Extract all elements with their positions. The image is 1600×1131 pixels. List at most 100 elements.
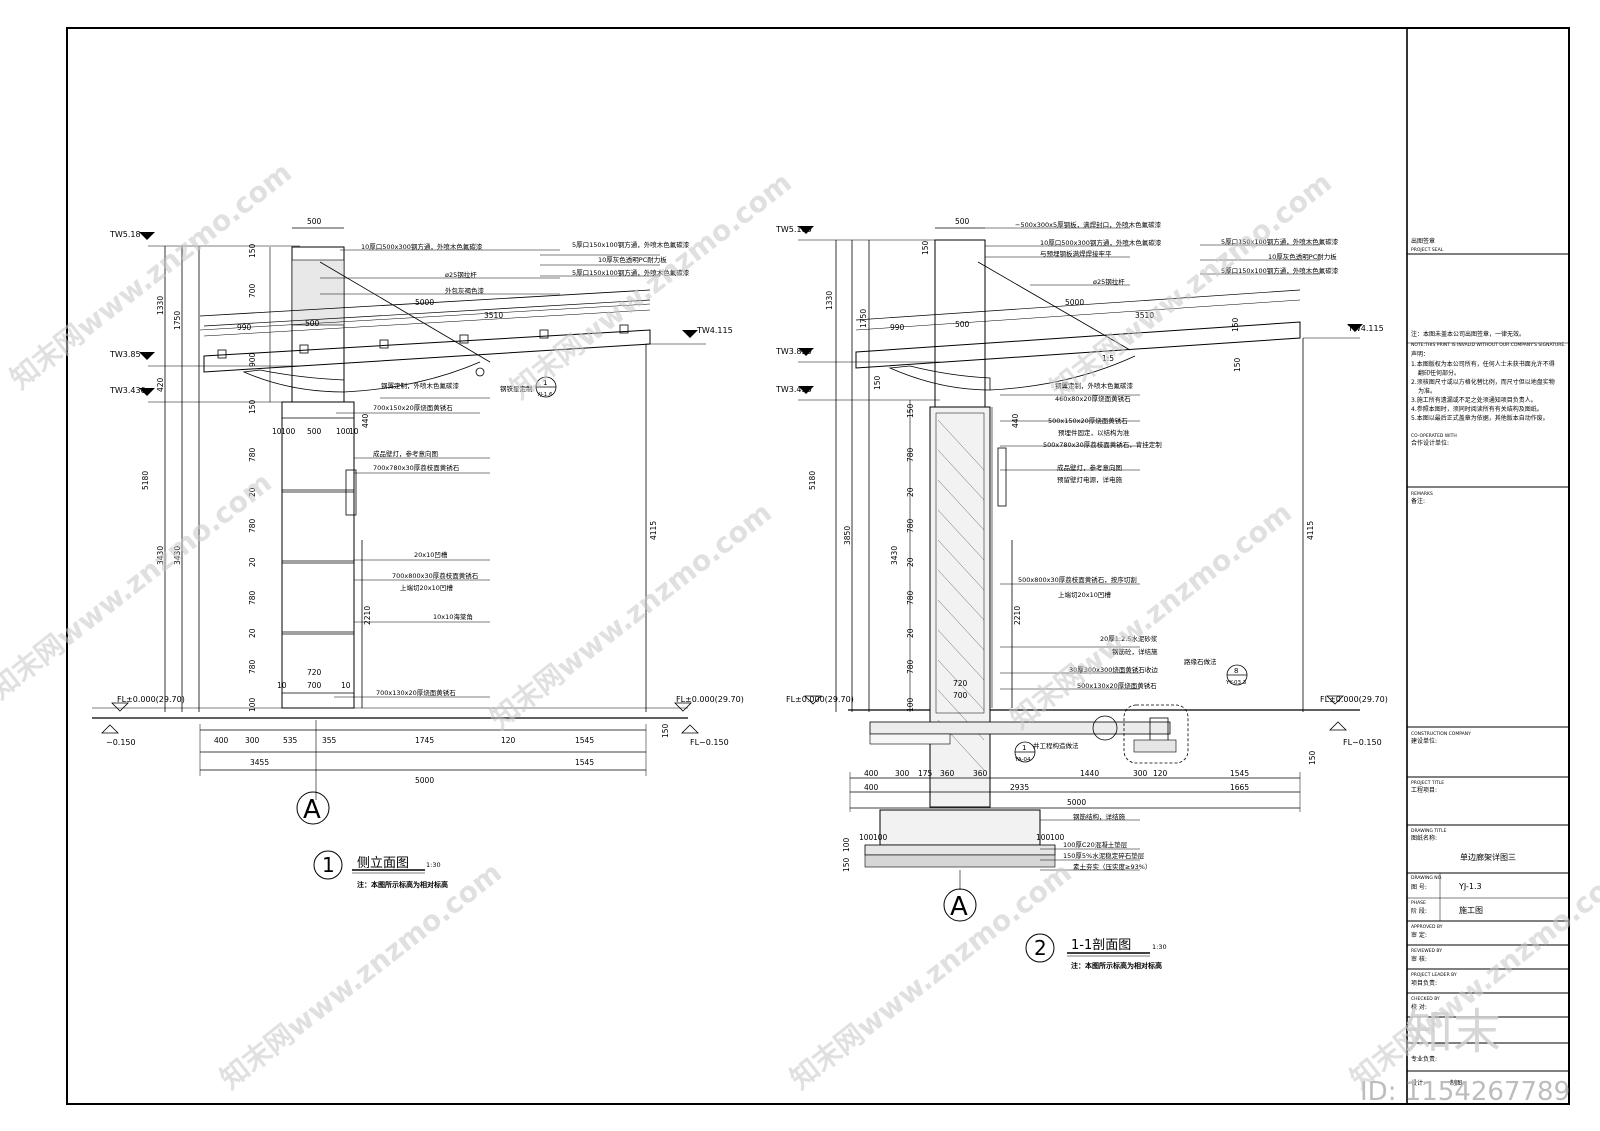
specialist: 专业负责:: [1411, 1055, 1437, 1063]
d2-ann-21: 路缘石做法: [1184, 657, 1217, 666]
watermark-7: 知末网www.znzmo.com: [214, 856, 508, 1096]
d1-ann-2: ø25钢拉杆: [445, 270, 477, 279]
d2-ann-17: 20厚1:2.5水泥砂浆: [1100, 634, 1158, 643]
drawing-2-text: TW5.180 TW3.850 TW3.430 TW4.115 FL±0.000…: [775, 217, 1388, 970]
d2-ann-4: ø25钢拉杆: [1093, 277, 1125, 286]
d1-dim-720: 720: [307, 668, 322, 677]
d1-dim-left420: 420: [156, 377, 165, 392]
d2-ann-18: 钢筋砼，详结施: [1112, 647, 1158, 656]
d2-dim-f150: 150: [842, 857, 851, 872]
d2-level-tw4115: TW4.115: [1347, 324, 1384, 333]
d1-dim-top500: 500: [307, 217, 322, 226]
seal-note-en: NOTE:THIS PRINT IS INVALID WITHOUT OUR C…: [1411, 342, 1566, 348]
d1-dim-right4115: 4115: [649, 521, 658, 540]
d1-dim-b400: 400: [214, 736, 229, 745]
drawing-1-side-elevation: [92, 227, 706, 880]
d2-ann-7: 5厚口150x100钢方通，外喷木色氟碳漆: [1221, 266, 1339, 275]
d1-dim-col700: 700: [248, 283, 257, 298]
d2-dim-c5000: 5000: [1067, 798, 1086, 807]
d1-dim-b535: 535: [283, 736, 298, 745]
d1-dim-440: 440: [361, 413, 370, 428]
d2-scale: 1:30: [1152, 943, 1167, 951]
d1-dim-v100: 100: [248, 697, 257, 712]
d1-dim-990: 990: [237, 323, 252, 332]
remarks-en: REMARKS: [1411, 491, 1433, 497]
d2-level-tw3430: TW3.430: [775, 385, 812, 394]
d2-dim-v780d: 780: [906, 659, 915, 674]
title-block: [1407, 253, 1569, 1072]
d2-dim-3510: 3510: [1135, 311, 1154, 320]
d2-dim-150l: 150: [873, 375, 882, 390]
d1-dim-v780c: 780: [248, 590, 257, 605]
sheet-border: [66, 27, 1570, 1105]
watermark-4: 知末网www.znzmo.com: [0, 466, 278, 706]
checked: 校 对:: [1411, 1003, 1427, 1011]
statement-3: 2.须核图尺寸或以方格化替比例，而尺寸但以地盘实物: [1411, 378, 1555, 386]
d1-dim-left3430a: 3430: [156, 546, 165, 565]
d1-scale: 1:30: [426, 861, 441, 869]
d2-dim-500b: 500: [955, 320, 970, 329]
drawing-2-section: [798, 226, 1363, 963]
d2-ann-2: 10厚口500x300钢方通，外喷木色氟碳漆: [1040, 238, 1162, 247]
seal-label-en: PROJECT SEAL: [1411, 247, 1444, 253]
cooperated-en: CO-OPERATED WITH: [1411, 433, 1457, 439]
d1-ann-8: 钢铁星定制: [500, 384, 533, 393]
drawing: 图纸名称:: [1411, 834, 1437, 842]
d2-dim-c400: 400: [864, 783, 879, 792]
d2-dim-f100b: 100: [873, 833, 888, 842]
d1-dim-r100b: 100: [336, 427, 351, 436]
d2-dim-left1750: 1750: [859, 309, 868, 328]
d1-ann-7: 钢翼定制，外喷木色氟碳漆: [381, 381, 460, 390]
d2-dim-v20b: 20: [906, 557, 915, 567]
d2-ann-6: 10厚灰色透明PC耐力板: [1268, 252, 1337, 261]
remarks: 备注:: [1411, 497, 1425, 505]
statement-4: 为准。: [1418, 387, 1436, 395]
d2-ann-10: 500x150x20厚烧面黄锈石: [1048, 416, 1128, 425]
d2-dim-150c: 150: [1308, 750, 1317, 765]
d2-dim-b400: 400: [864, 769, 879, 778]
d2-dim-b300: 300: [895, 769, 910, 778]
d2-dim-right4115: 4115: [1306, 521, 1315, 540]
d1-level-tw4115: TW4.115: [696, 326, 733, 335]
d2-title-number: 2: [1034, 936, 1047, 960]
d2-title: 1-1剖面图: [1071, 938, 1131, 953]
d2-level-tw5180: TW5.180: [775, 225, 812, 234]
d2-dim-v20a: 20: [906, 487, 915, 497]
d1-ann-9: 700x150x20厚烧面黄锈石: [373, 403, 453, 412]
d1-dim-700: 700: [307, 681, 322, 690]
d1-title: 侧立面图: [357, 856, 409, 871]
d2-dim-v780a: 780: [906, 447, 915, 462]
watermark-6: 知末网www.znzmo.com: [1004, 496, 1298, 736]
d1-dim-r500c: 500: [307, 427, 322, 436]
d1-callout-bottom: YJ-1.6: [536, 392, 553, 398]
project: 工程项目:: [1411, 786, 1437, 794]
d1-dim-r10b: 10: [349, 427, 359, 436]
d1-dim-b1545: 1545: [575, 736, 594, 745]
d1-ann-11: 700x780x30厚荔枝面黄锈石: [373, 463, 460, 472]
d2-dim-150r2: 150: [1233, 357, 1242, 372]
reviewed: 审 核:: [1411, 955, 1427, 963]
d2-ann-15: 500x800x30厚荔枝面黄锈石，按序切割: [1018, 575, 1137, 584]
d2-ann-26: 井工程构造做法: [1033, 741, 1079, 750]
d1-dim-left3430b: 3430: [173, 546, 182, 565]
leader: 项目负责:: [1411, 979, 1437, 987]
d2-ann-19: 30厚300x300烧面黄锈石收边: [1069, 665, 1158, 674]
d1-dim-2210: 2210: [363, 606, 372, 625]
d2-dim-b360: 360: [940, 769, 955, 778]
project-en: PROJECT TITLE: [1411, 780, 1444, 786]
d1-ann-4: 5厚口150x100钢方通，外喷木色氟碳漆: [572, 240, 690, 249]
d1-ann-15: 10x10海棠角: [433, 612, 473, 621]
d2-dim-b120: 120: [1153, 769, 1168, 778]
d2-dim-b360b: 360: [973, 769, 988, 778]
approved: 审 定:: [1411, 931, 1427, 939]
d1-note: 注：本图所示标高为相对标高: [357, 880, 448, 889]
d2-dim-440: 440: [1011, 413, 1020, 428]
d1-dim-b300: 300: [245, 736, 260, 745]
d1-level-fl-left: FL±0.000(29.70): [117, 695, 185, 704]
construction-en: CONSTRUCTION COMPANY: [1411, 731, 1471, 737]
d2-dim-b1440: 1440: [1080, 769, 1099, 778]
d1-ann-6: 5厚口150x100钢方通，外喷木色氟碳漆: [572, 268, 690, 277]
watermark-id: ID: 1154267789: [1360, 1077, 1570, 1107]
reviewed-en: REVIEWED BY: [1411, 948, 1442, 954]
d2-dim-150r: 150: [1231, 317, 1240, 332]
